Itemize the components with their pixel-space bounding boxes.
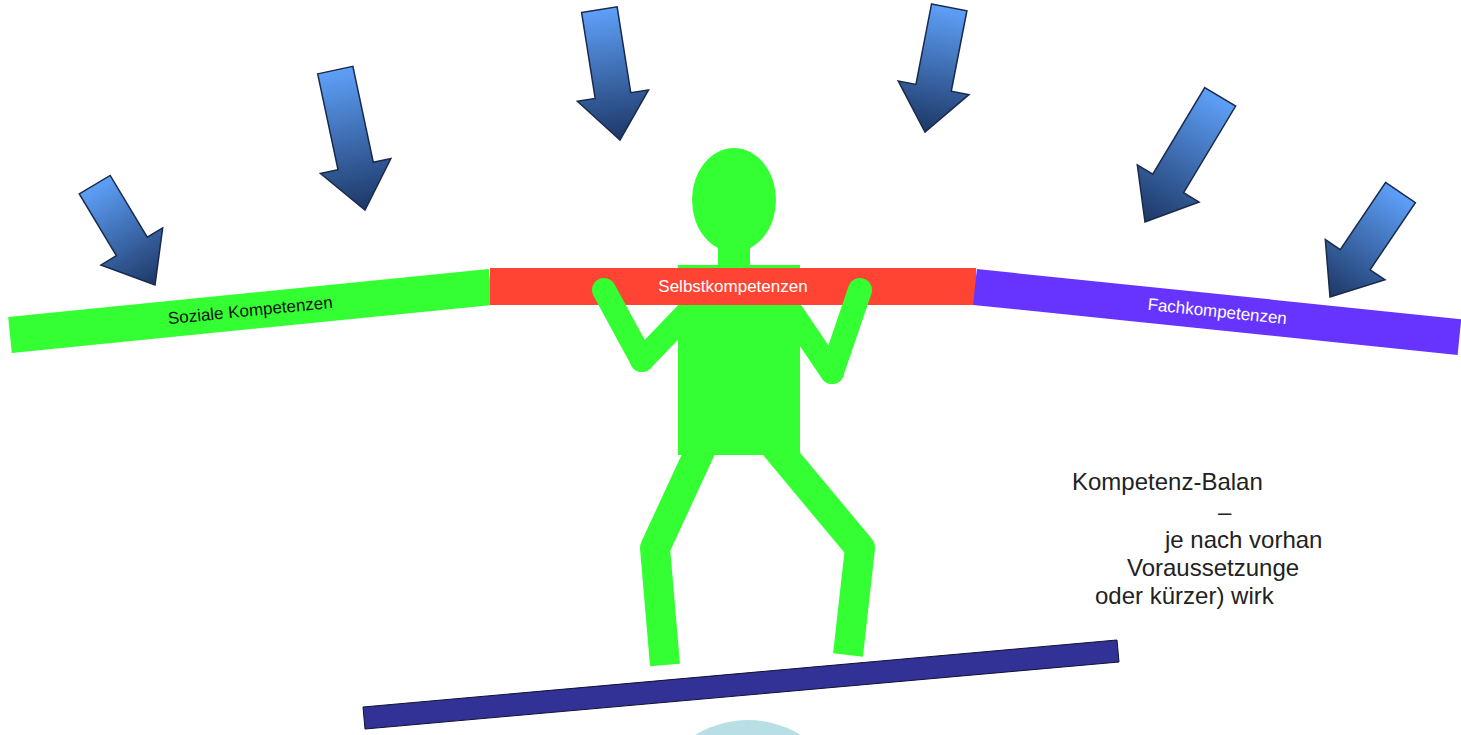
caption-line: – bbox=[1218, 498, 1231, 526]
seesaw-board bbox=[363, 640, 1119, 729]
stick-figure bbox=[642, 148, 860, 665]
fulcrum bbox=[648, 720, 848, 735]
caption-line: oder kürzer) wirk bbox=[1095, 582, 1274, 610]
competence-band: Selbstkompetenzen bbox=[490, 268, 976, 305]
caption-line: Kompetenz-Balan bbox=[1072, 468, 1263, 496]
force-arrows bbox=[64, 0, 1430, 317]
competence-band: Fachkompetenzen bbox=[973, 269, 1461, 355]
caption-line: je nach vorhan bbox=[1165, 526, 1322, 554]
band-label: Soziale Kompetenzen bbox=[167, 293, 334, 329]
band-label: Fachkompetenzen bbox=[1147, 295, 1288, 329]
competence-band: Soziale Kompetenzen bbox=[8, 269, 492, 353]
caption-line: Voraussetzunge bbox=[1127, 554, 1299, 582]
figure-forearms bbox=[604, 290, 860, 372]
band-label: Selbstkompetenzen bbox=[658, 277, 807, 297]
